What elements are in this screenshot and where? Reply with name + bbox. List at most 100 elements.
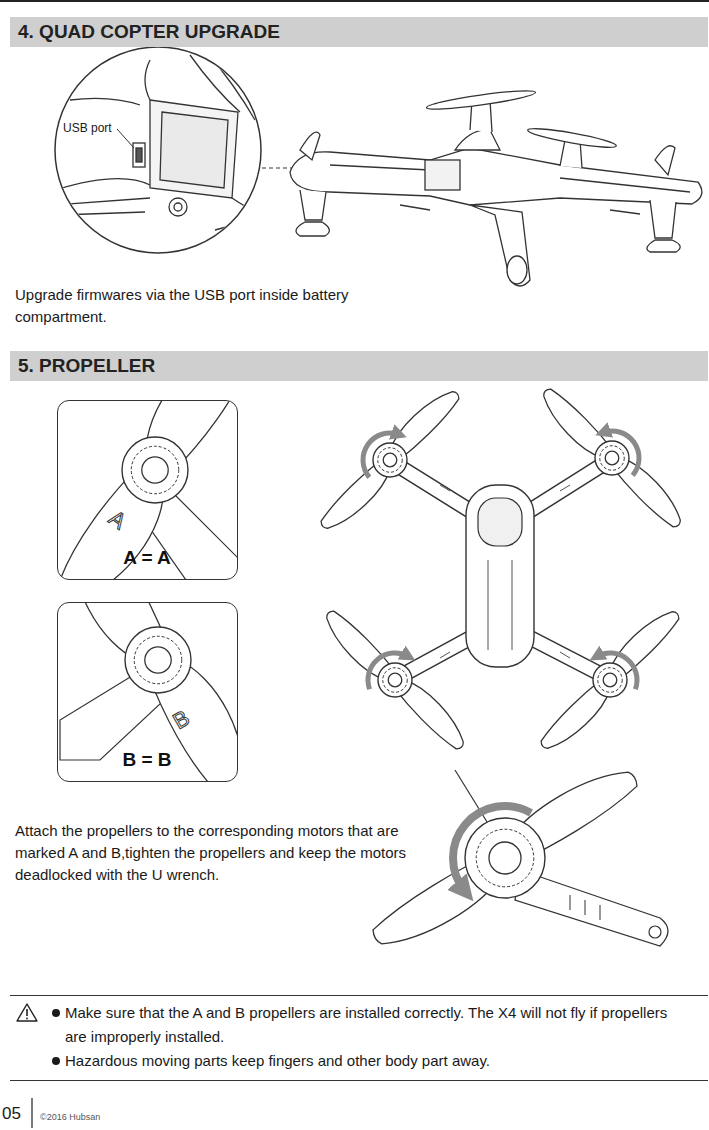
drawing-part bbox=[507, 256, 527, 284]
motor bbox=[125, 627, 191, 693]
drawing-part bbox=[400, 205, 640, 214]
motor-ring bbox=[600, 446, 624, 470]
motor-hub bbox=[388, 673, 402, 687]
drawing-part bbox=[215, 222, 248, 238]
instruction-text: Upgrade firmwares via the USB port insid… bbox=[15, 284, 350, 328]
drawing-part bbox=[426, 87, 536, 112]
drawing-part bbox=[55, 179, 150, 190]
instruction-text: Attach the propellers to the correspondi… bbox=[15, 820, 445, 886]
drawing-part bbox=[560, 652, 570, 658]
motor bbox=[373, 443, 407, 477]
drone-side-view bbox=[290, 87, 702, 286]
warning-text: Make sure that the A and B propellers ar… bbox=[65, 1001, 675, 1049]
rotation-arrow bbox=[368, 653, 409, 689]
drawing-part bbox=[31, 1098, 32, 1128]
motor-hub bbox=[142, 457, 168, 483]
drawing-part bbox=[649, 926, 661, 938]
drawing-part bbox=[470, 205, 530, 286]
drawing-part bbox=[133, 143, 145, 167]
rotation-arrow bbox=[597, 653, 638, 689]
drawing-part bbox=[26, 1018, 28, 1020]
drawing-part bbox=[174, 203, 182, 211]
propeller bbox=[58, 401, 237, 579]
drawing-part bbox=[560, 485, 570, 491]
copyright: ©2016 Hubsan bbox=[40, 1112, 100, 1122]
rotation-arrow bbox=[453, 806, 531, 891]
drawing-part bbox=[440, 652, 450, 658]
propeller bbox=[58, 603, 237, 781]
drawing-part bbox=[60, 212, 145, 215]
section-heading: 5. PROPELLER bbox=[10, 351, 708, 381]
motor bbox=[595, 441, 629, 475]
drawing-part bbox=[392, 460, 610, 678]
drawing-part bbox=[440, 485, 450, 491]
drawing-part bbox=[570, 895, 571, 910]
drawing-part bbox=[455, 130, 500, 150]
motor-ring bbox=[598, 668, 622, 692]
motor-hub bbox=[603, 673, 617, 687]
motor-ring bbox=[383, 668, 407, 692]
drawing-part bbox=[296, 222, 329, 236]
bullet-dot bbox=[52, 1057, 60, 1065]
drawing-part bbox=[425, 160, 460, 190]
drawing-part bbox=[300, 190, 326, 220]
motor-ring bbox=[131, 446, 179, 494]
propeller bbox=[535, 381, 689, 535]
rotation-arrow bbox=[603, 431, 639, 475]
motor-ring bbox=[378, 448, 402, 472]
drawing-part bbox=[650, 200, 676, 238]
drawing-part bbox=[0, 0, 709, 2]
section-heading: 4. QUAD COPTER UPGRADE bbox=[10, 17, 708, 47]
part-label: USB port bbox=[62, 121, 113, 135]
drawing-part bbox=[466, 485, 534, 667]
inset-box: A A = A bbox=[57, 400, 238, 580]
drawing-part bbox=[190, 55, 240, 112]
heading-text: 4. QUAD COPTER UPGRADE bbox=[18, 21, 280, 43]
blade-letter: B bbox=[168, 705, 194, 735]
motor-ring bbox=[134, 636, 182, 684]
propeller bbox=[313, 383, 467, 537]
drone-top-view bbox=[392, 460, 610, 678]
warning-box: Make sure that the A and B propellers ar… bbox=[10, 995, 708, 1081]
drawing-part bbox=[169, 198, 187, 216]
motor bbox=[122, 437, 188, 503]
drawing-part bbox=[647, 240, 680, 252]
motor-hub bbox=[489, 842, 521, 874]
motor-hub bbox=[145, 647, 171, 673]
drawing-part bbox=[145, 60, 150, 100]
propeller bbox=[318, 603, 472, 757]
battery-compartment-zoom bbox=[55, 50, 262, 238]
drawing-part bbox=[478, 498, 522, 546]
drawing-part bbox=[70, 98, 140, 105]
inset-box: B B = B bbox=[57, 602, 238, 782]
page-number: 05 bbox=[2, 1104, 21, 1124]
match-label: A = A bbox=[58, 547, 236, 569]
inset-a-illustration bbox=[58, 401, 237, 579]
match-label: B = B bbox=[58, 749, 236, 771]
drawing-part bbox=[26, 1009, 28, 1016]
motor bbox=[465, 818, 545, 898]
rotation-arrow bbox=[363, 433, 399, 477]
drawing-part bbox=[205, 50, 255, 120]
drawing-part bbox=[150, 100, 238, 198]
drawing-part bbox=[392, 460, 610, 678]
drawing-part bbox=[55, 47, 261, 253]
warning-text: Hazardous moving parts keep fingers and … bbox=[65, 1049, 675, 1073]
drawing-part bbox=[17, 1004, 37, 1021]
drawing-part bbox=[527, 125, 617, 150]
drawing-part bbox=[300, 132, 320, 160]
drawing-part bbox=[655, 146, 675, 175]
motor-hub bbox=[383, 453, 397, 467]
propellers bbox=[313, 381, 689, 757]
motor bbox=[378, 663, 412, 697]
bullet-dot bbox=[52, 1009, 60, 1017]
heading-text: 5. PROPELLER bbox=[18, 355, 155, 377]
motor-hub bbox=[605, 451, 619, 465]
blade-letter: A bbox=[104, 505, 131, 535]
drawing-part bbox=[55, 198, 150, 205]
inset-b-illustration bbox=[58, 603, 237, 781]
drawing-part bbox=[488, 560, 489, 650]
drawing-part bbox=[585, 900, 586, 915]
